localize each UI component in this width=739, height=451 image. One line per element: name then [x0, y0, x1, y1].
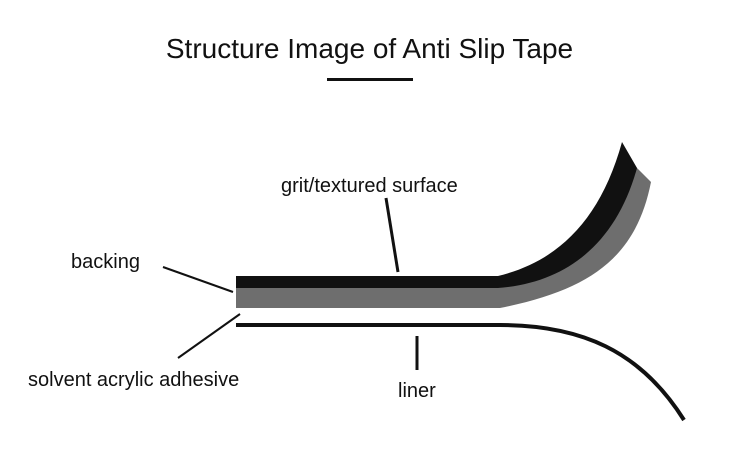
- page-title: Structure Image of Anti Slip Tape: [165, 33, 574, 64]
- label-grit-textured-surface: grit/textured surface: [281, 175, 458, 197]
- title-underline: [327, 78, 413, 81]
- label-backing: backing: [71, 251, 140, 273]
- label-liner: liner: [398, 380, 436, 402]
- label-solvent-acrylic-adhesive: solvent acrylic adhesive: [28, 369, 240, 391]
- grit-leader-line: [384, 197, 400, 273]
- adhesive-leader-line: [177, 313, 241, 359]
- liner-layer: [236, 323, 686, 422]
- backing-leader-line: [162, 266, 234, 293]
